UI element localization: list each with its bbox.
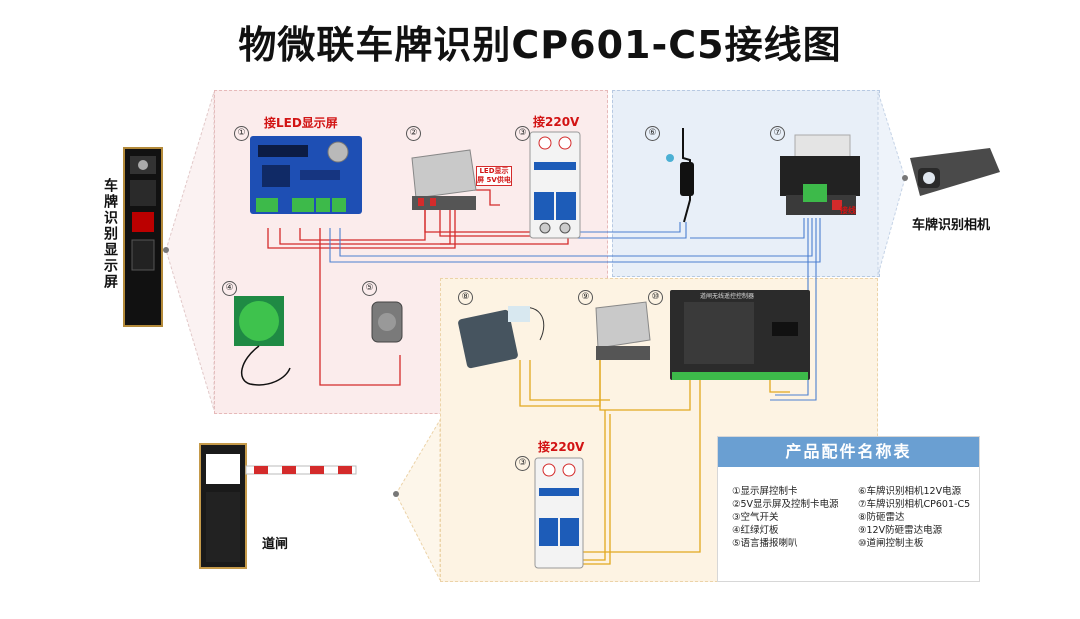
barrier-gate-device bbox=[199, 443, 357, 569]
power-220v-bottom-label: 接220V bbox=[538, 440, 585, 454]
parts-legend: 产品配件名称表 ①显示屏控制卡 ②5V显示屏及控制卡电源 ③空气开关 ④红绿灯板… bbox=[717, 436, 980, 582]
legend-item: ②5V显示屏及控制卡电源 bbox=[732, 499, 839, 510]
diagram-title: 物微联车牌识别CP601-C5接线图 bbox=[238, 23, 842, 67]
radar-power-supply bbox=[595, 301, 651, 360]
legend-item: ①显示屏控制卡 bbox=[732, 486, 798, 497]
legend-item: ⑩道闸控制主板 bbox=[858, 538, 924, 549]
marker-8: ⑧ bbox=[458, 290, 473, 305]
camera-callout bbox=[877, 91, 906, 276]
legend-item: ④红绿灯板 bbox=[732, 525, 779, 536]
marker-9: ⑨ bbox=[578, 290, 593, 305]
legend-right-column: ⑥车牌识别相机12V电源 ⑦车牌识别相机CP601-C5 ⑧防砸雷达 ⑨12V防… bbox=[858, 485, 970, 550]
led-psu-tag: LED显示屏 5V供电 bbox=[476, 166, 512, 186]
air-switch-bottom bbox=[534, 457, 584, 569]
display-control-card bbox=[250, 136, 362, 214]
controller-title: 道闸无线遥控控制器 bbox=[700, 293, 755, 300]
marker-3: ③ bbox=[515, 126, 530, 141]
legend-item: ⑧防砸雷达 bbox=[858, 512, 905, 523]
legend-item: ⑥车牌识别相机12V电源 bbox=[858, 486, 962, 497]
legend-item: ⑤语言播报喇叭 bbox=[732, 538, 798, 549]
barrier-label: 道闸 bbox=[262, 537, 289, 552]
display-callout bbox=[165, 91, 215, 411]
camera-device bbox=[910, 148, 1000, 196]
traffic-light-board bbox=[234, 296, 291, 386]
marker-3-bottom: ③ bbox=[515, 456, 530, 471]
barrier-callout bbox=[395, 418, 441, 581]
legend-title: 产品配件名称表 bbox=[718, 437, 979, 467]
voice-speaker bbox=[371, 301, 403, 343]
air-switch-top bbox=[529, 131, 581, 239]
display-screen-device bbox=[123, 147, 163, 327]
marker-4: ④ bbox=[222, 281, 237, 296]
legend-item: ⑦车牌识别相机CP601-C5 bbox=[858, 499, 971, 510]
barrier-control-board bbox=[670, 290, 810, 380]
marker-2: ② bbox=[406, 126, 421, 141]
display-screen-label: 车牌识别显示屏 bbox=[102, 178, 118, 290]
led-screen-label: 接LED显示屏 bbox=[264, 116, 338, 130]
marker-6: ⑥ bbox=[645, 126, 660, 141]
legend-left-column: ①显示屏控制卡 ②5V显示屏及控制卡电源 ③空气开关 ④红绿灯板 ⑤语言播报喇叭 bbox=[732, 485, 858, 550]
led-power-supply bbox=[411, 149, 477, 210]
marker-7: ⑦ bbox=[770, 126, 785, 141]
marker-5: ⑤ bbox=[362, 281, 377, 296]
camera-12v-adapter bbox=[666, 128, 694, 223]
camera-label: 车牌识别相机 bbox=[912, 218, 991, 233]
marker-10: ⑩ bbox=[648, 290, 663, 305]
power-220v-top-label: 接220V bbox=[533, 115, 580, 129]
anti-smash-radar bbox=[458, 306, 545, 369]
marker-1: ① bbox=[234, 126, 249, 141]
camera-board bbox=[780, 134, 860, 215]
camera-wire-tag: 接线 bbox=[840, 206, 856, 215]
legend-item: ⑨12V防砸雷达电源 bbox=[858, 525, 943, 536]
legend-item: ③空气开关 bbox=[732, 512, 779, 523]
